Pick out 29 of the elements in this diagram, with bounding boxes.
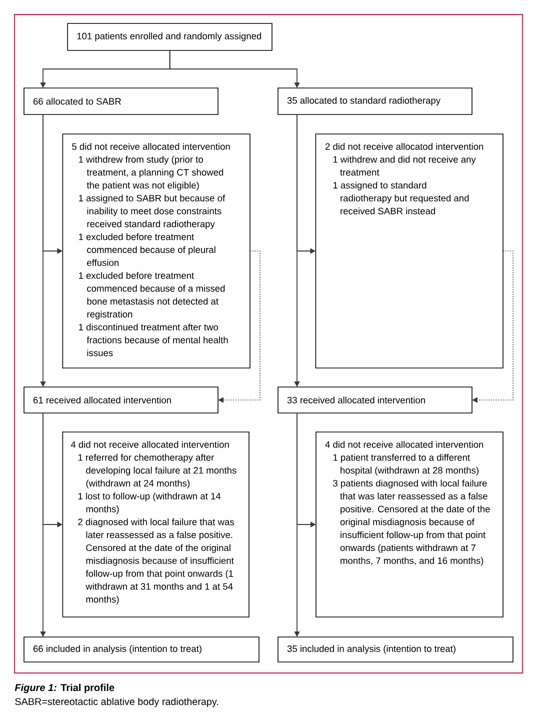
box-heading: 2 did not receive allocatod intervention — [325, 143, 484, 150]
flow-box: 33 received allocated intervention — [278, 386, 472, 414]
flow-box: 101 patients enrolled and randomly assigned — [67, 23, 272, 51]
list-item: 3 patients diagnosed with local failure that was later reassessed as a false positive. Censored at the date of the original misdiagnosis because of insufficient follow-up from that point onwards (patients withdrawn at 7 months, 7 months, and 16 months) — [333, 480, 490, 566]
list-item: 1 withdrew and did not receive any treatment — [333, 156, 476, 176]
flow-box: 66 allocated to SABR — [24, 88, 218, 115]
flow-box: 35 allocated to standard radiotherapy — [278, 88, 472, 115]
list-item: 1 assigned to standard radiotherapy but requested and received SABR instead — [333, 182, 469, 214]
list-item: 1 referred for chemotherapy after developing local failure at 21 months (withdrawn at 24 months) — [78, 454, 236, 488]
flow-box: 61 received allocated intervention — [24, 386, 218, 414]
exclusion-box — [315, 134, 504, 368]
box-heading: 5 did not receive allocated intervention — [72, 143, 230, 150]
exclusion-box — [62, 432, 250, 618]
list-item: 1 discontinued treatment after two fractions because of mental health issues — [79, 324, 228, 356]
list-item: 1 lost to follow-up (withdrawn at 14 months) — [78, 492, 221, 514]
footnote-text: SABR=stereotactic ablative body radiotherapy. — [15, 698, 218, 708]
exclusion-box — [62, 134, 250, 368]
list-item: 1 withdrew from study (prior to treatment, a planning CT showed the patient was not eligible) — [79, 156, 224, 190]
figure-caption: Figure 1: Trial profile — [14, 684, 114, 694]
box-heading: 4 did not receive allocated intervention — [325, 441, 484, 448]
list-item: 1 excluded before treatment commenced because of a missed bone metastasis not detected at registration — [79, 272, 225, 320]
flow-box: 35 included in analysis (intention to treat) — [278, 636, 514, 662]
list-item: 2 diagnosed with local failure that was later reassessed as a false positive. Censored at the date of the original misdiagnosis because of insufficient follow-up from that point onwards (1 withdrawn at 31 months and 1 at 54 months) — [78, 518, 234, 604]
box-heading: 4 did not receive allocated intervention — [70, 441, 229, 448]
list-item: 1 excluded before treatment commenced because of pleural effusion — [79, 233, 216, 266]
list-item: 1 assigned to SABR but because of inability to meet dose constraints received standard radiotherapy — [79, 194, 226, 230]
list-item: 1 patient transferred to a different hospital (withdrawn at 28 months) — [333, 454, 478, 476]
flow-box: 66 included in analysis (intention to treat) — [24, 636, 260, 662]
exclusion-box — [316, 432, 504, 618]
